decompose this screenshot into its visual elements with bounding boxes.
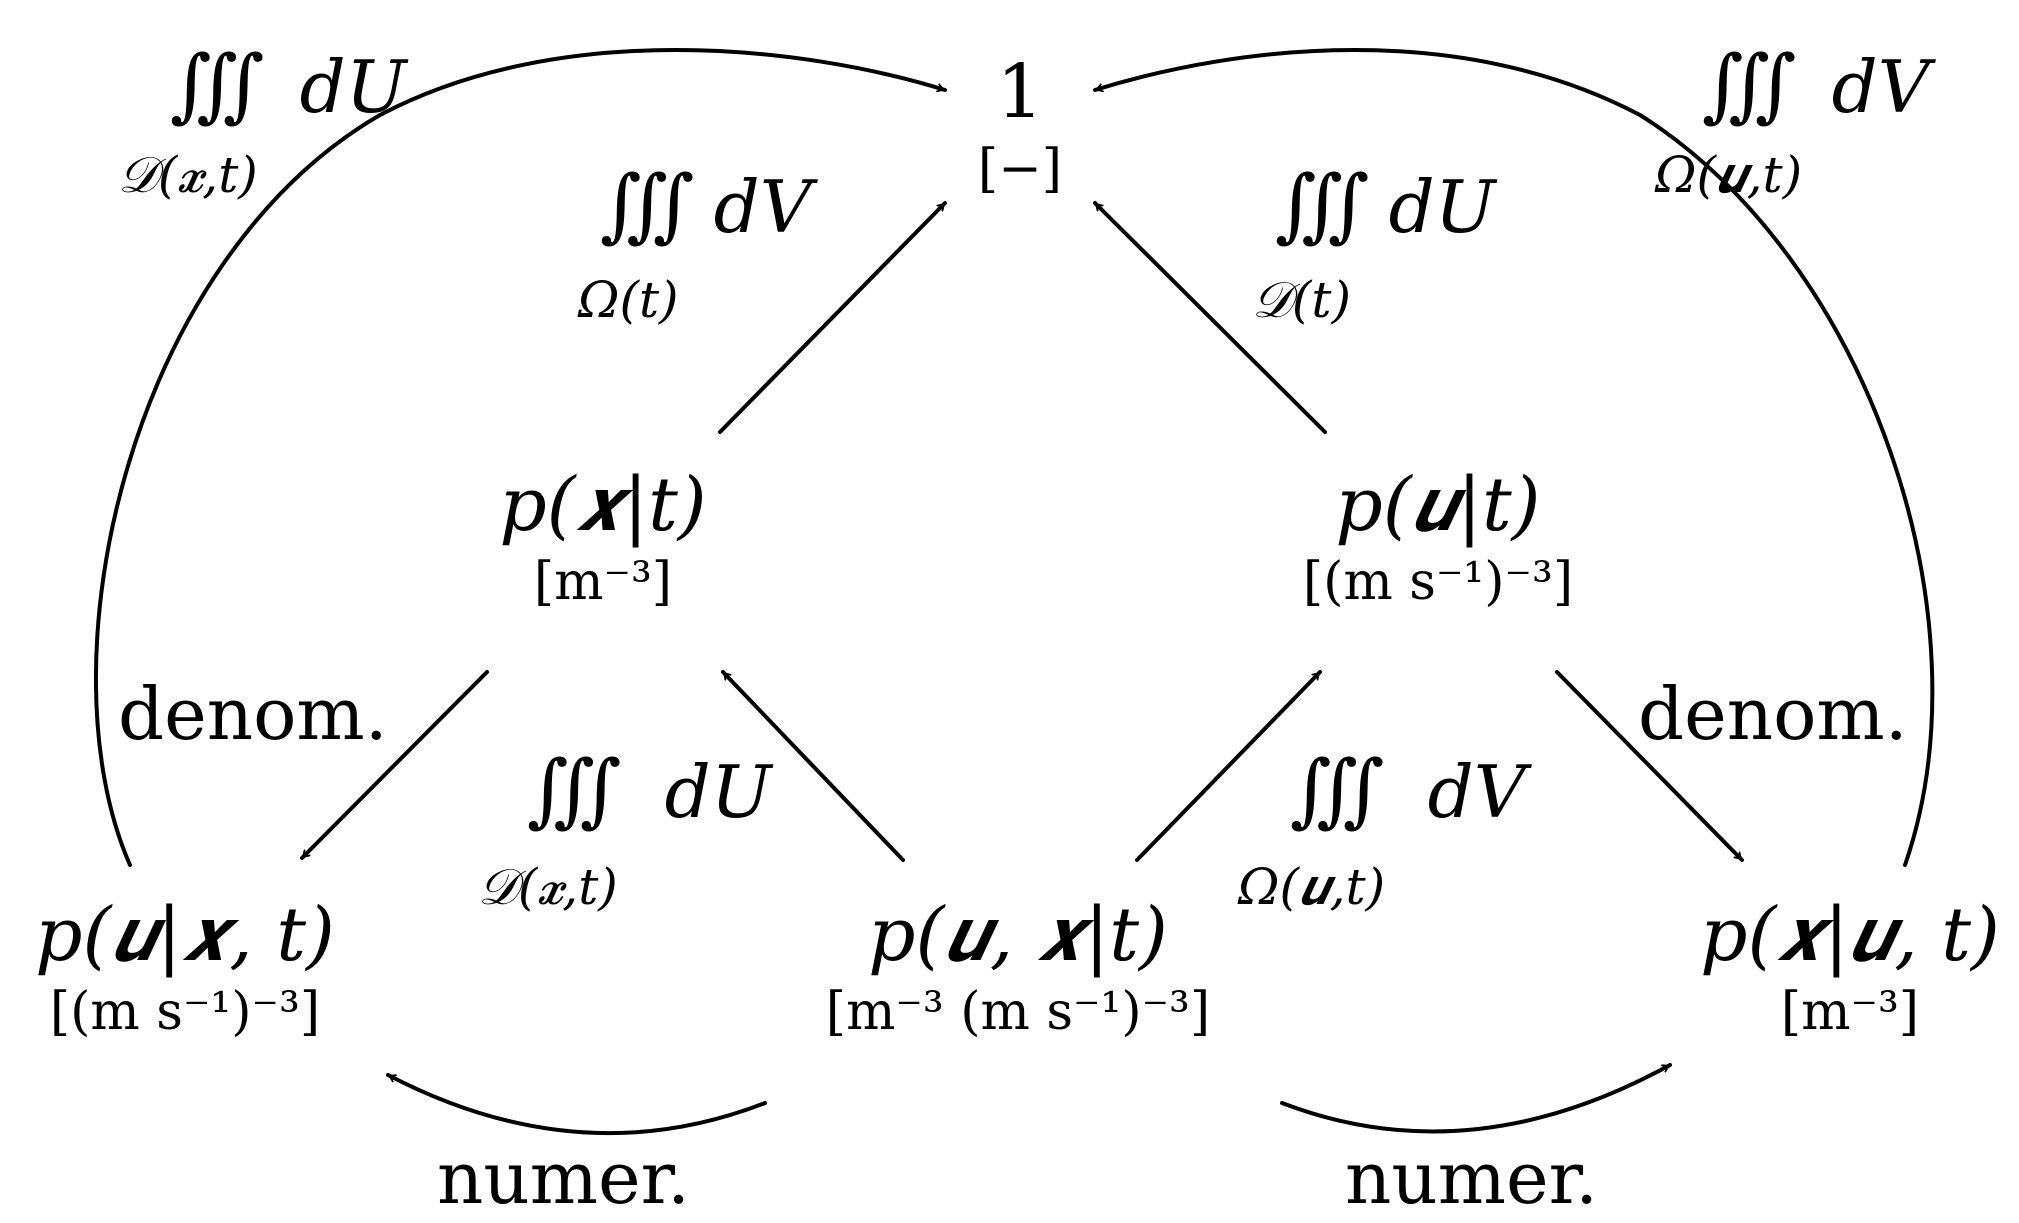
label-denom-right: denom. bbox=[1638, 672, 1908, 756]
label-numer-right: numer. bbox=[1345, 1136, 1599, 1220]
arrow-pu-to-pxu bbox=[1555, 670, 1744, 862]
domain-inner-right: 𝒟(t) bbox=[1252, 271, 1352, 329]
node-one: 1 [−] bbox=[978, 55, 1062, 195]
label-numer-left: numer. bbox=[437, 1136, 691, 1220]
node-p-x-expr: p(𝒙|t) bbox=[499, 462, 707, 548]
node-p-x-given-u-unit: [m⁻³] bbox=[1780, 982, 1920, 1042]
node-p-joint-unit: [m⁻³ (m s⁻¹)⁻³] bbox=[825, 982, 1211, 1042]
integral-icon: ∭ bbox=[1275, 158, 1370, 251]
node-p-u-unit: [(m s⁻¹)⁻³] bbox=[1302, 552, 1574, 612]
integral-icon: ∭ bbox=[600, 158, 695, 251]
integral-variable: dU bbox=[299, 45, 407, 129]
arrow-pu-to-one bbox=[1093, 201, 1327, 434]
node-p-x: p(𝒙|t) [m⁻³] bbox=[499, 468, 706, 608]
label-inner-right: ∭ dU bbox=[1275, 165, 1495, 245]
label-denom-left: denom. bbox=[118, 672, 388, 756]
domain-bottom-right: Ω(𝒖,t) bbox=[1238, 858, 1386, 916]
node-p-u-given-x: p(𝒖|𝒙, t) [(m s⁻¹)⁻³] bbox=[35, 898, 335, 1038]
integral-icon: ∭ bbox=[527, 743, 622, 836]
label-inner-left: ∭ dV bbox=[600, 165, 812, 245]
label-outer-right: ∭ dV bbox=[1702, 45, 1930, 125]
node-p-u-given-x-unit: [(m s⁻¹)⁻³] bbox=[49, 982, 321, 1042]
domain-bottom-left: 𝒟(𝒙,t) bbox=[478, 858, 618, 916]
integral-variable: dU bbox=[664, 750, 772, 834]
node-p-joint: p(𝒖, 𝒙|t) [m⁻³ (m s⁻¹)⁻³] bbox=[826, 898, 1210, 1038]
node-one-unit: [−] bbox=[977, 139, 1063, 199]
integral-icon: ∭ bbox=[170, 38, 265, 131]
node-p-joint-expr: p(𝒖, 𝒙|t) bbox=[868, 892, 1168, 978]
arrow-pjoint-to-px bbox=[721, 670, 905, 862]
integral-icon: ∭ bbox=[1290, 743, 1385, 836]
domain-outer-left: 𝒟(𝒙,t) bbox=[118, 146, 258, 204]
arrow-px-to-one bbox=[718, 201, 947, 434]
integral-variable: dU bbox=[1388, 165, 1496, 249]
node-one-expr: 1 bbox=[996, 49, 1044, 135]
domain-inner-left: Ω(t) bbox=[578, 271, 679, 329]
arrow-px-to-pux bbox=[300, 670, 489, 860]
integral-variable: dV bbox=[1831, 45, 1930, 129]
node-p-x-given-u-expr: p(𝒙|𝒖, t) bbox=[1700, 892, 2000, 978]
arrow-outer-left bbox=[93, 48, 947, 867]
arrow-numer-right bbox=[1280, 1063, 1672, 1134]
integral-variable: dV bbox=[713, 165, 812, 249]
label-bottom-left: ∭ dU bbox=[527, 750, 771, 830]
arrow-numer-left bbox=[386, 1073, 767, 1136]
label-outer-left: ∭ dU bbox=[170, 45, 406, 125]
integral-icon: ∭ bbox=[1702, 38, 1797, 131]
domain-outer-right: Ω(𝒖,t) bbox=[1655, 146, 1803, 204]
arrow-outer-right bbox=[1093, 48, 1935, 867]
node-p-u-given-x-expr: p(𝒖|𝒙, t) bbox=[35, 892, 335, 978]
label-bottom-right: ∭ dV bbox=[1290, 750, 1526, 830]
node-p-x-unit: [m⁻³] bbox=[533, 552, 673, 612]
node-p-x-given-u: p(𝒙|𝒖, t) [m⁻³] bbox=[1700, 898, 2000, 1038]
node-p-u-expr: p(𝒖|t) bbox=[1335, 462, 1541, 548]
node-p-u: p(𝒖|t) [(m s⁻¹)⁻³] bbox=[1303, 468, 1573, 608]
integral-variable: dV bbox=[1427, 750, 1526, 834]
arrow-pjoint-to-pu bbox=[1135, 670, 1322, 862]
